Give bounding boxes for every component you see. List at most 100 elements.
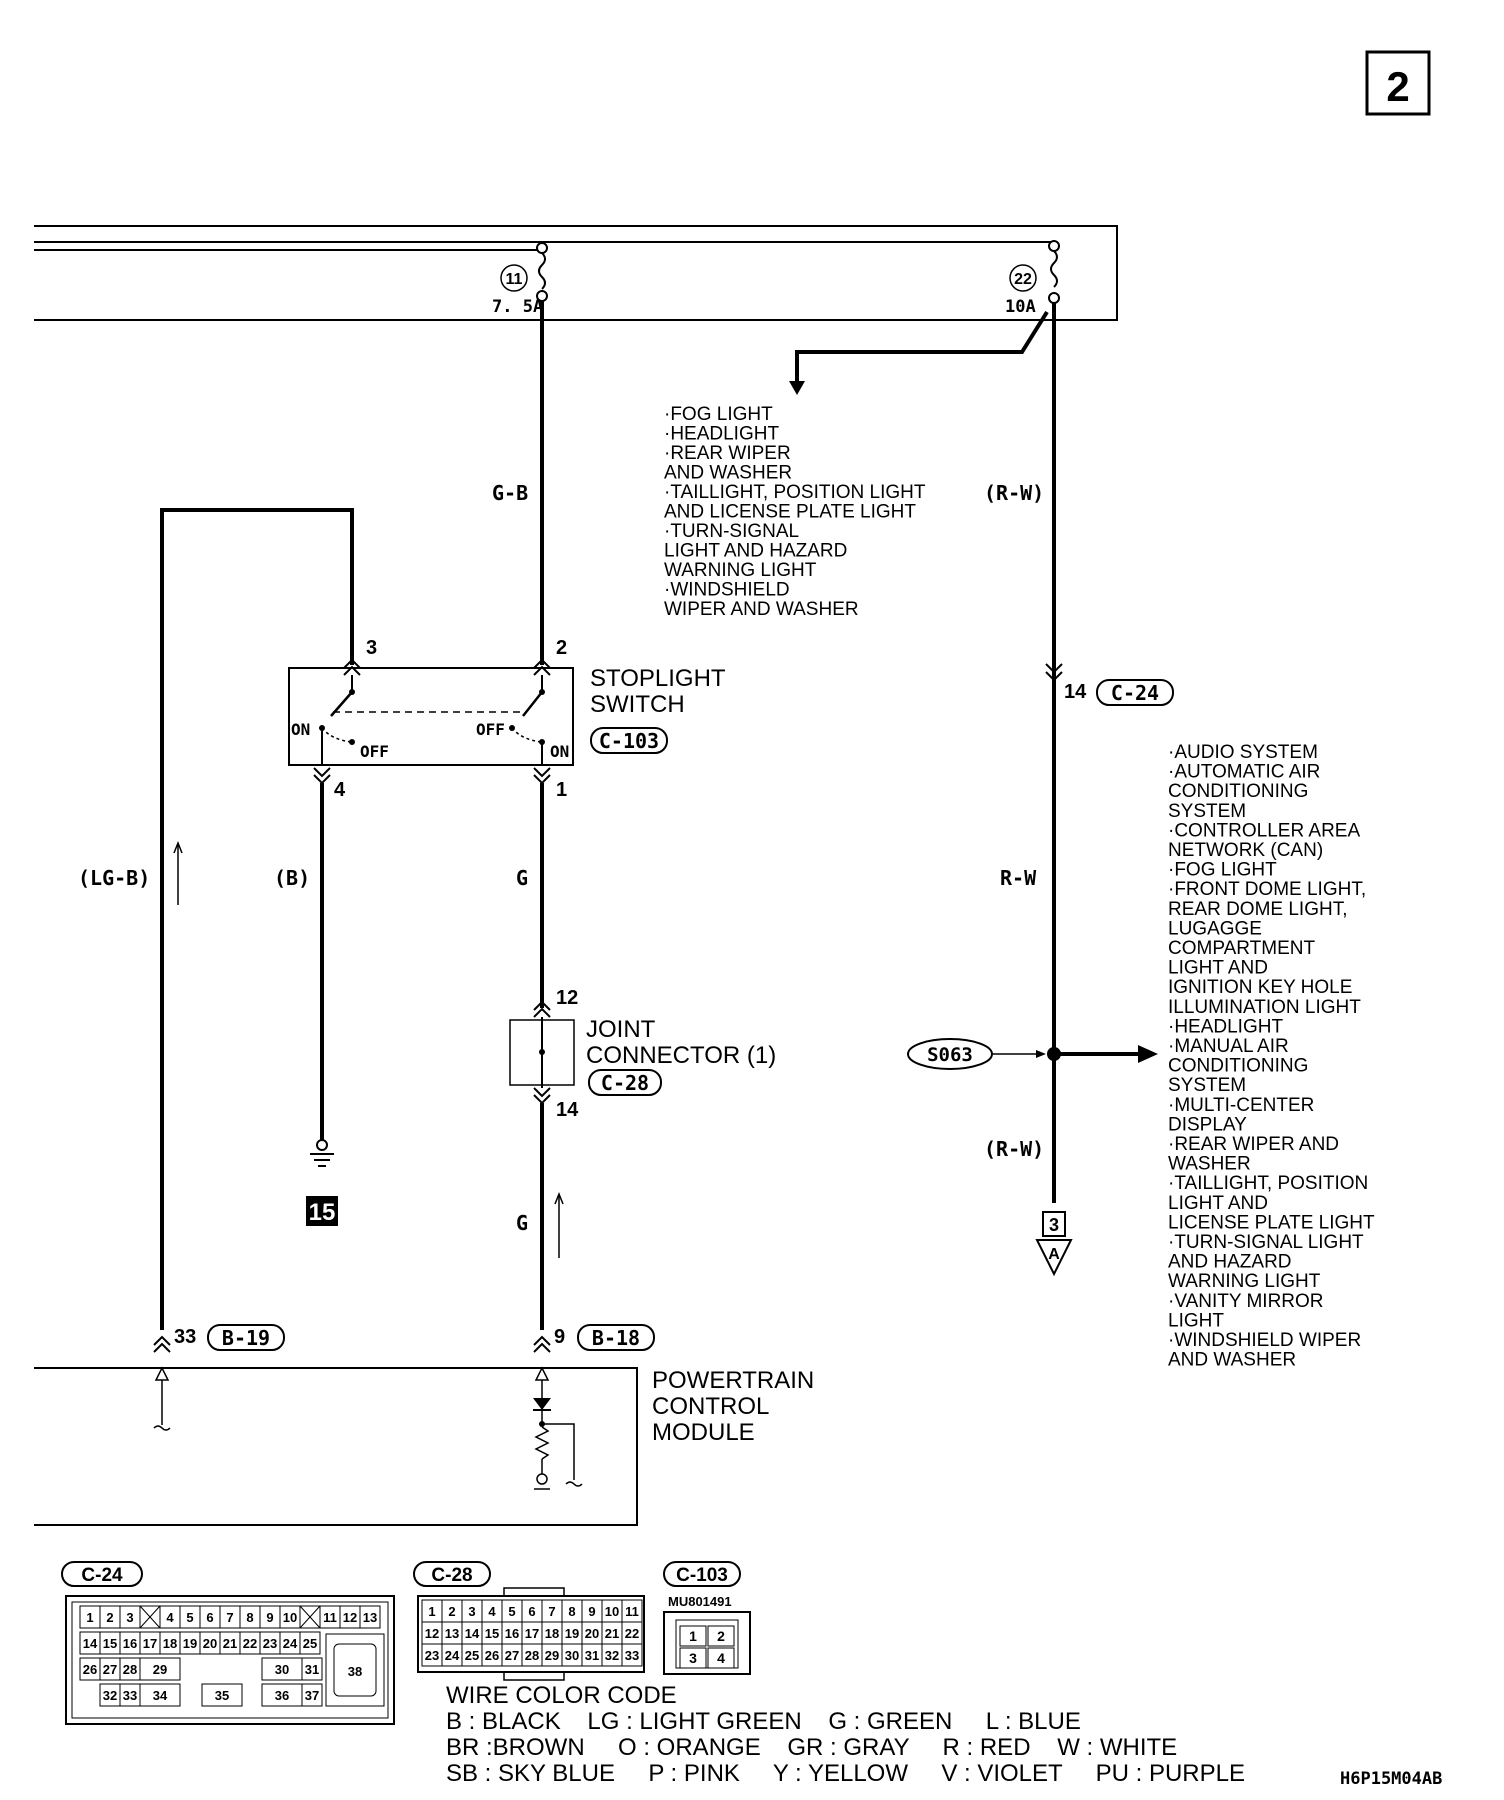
pcm-connector-b19: B-19 bbox=[222, 1326, 270, 1350]
switch-off-left: OFF bbox=[360, 742, 389, 761]
c24-pin-14: 14 bbox=[83, 1636, 98, 1651]
c28-pin-29: 29 bbox=[545, 1648, 559, 1663]
splice-s063: S063 bbox=[907, 1038, 1158, 1070]
c24-pin-22: 22 bbox=[243, 1636, 257, 1651]
c24-pin-31: 31 bbox=[305, 1662, 319, 1677]
pcm-title-1: POWERTRAIN bbox=[652, 1367, 814, 1394]
c103-part-number: MU801491 bbox=[668, 1594, 732, 1609]
pcm: 33 B-19 9 B-18 POWERTRAIN CONTROL MODULE bbox=[34, 1324, 814, 1526]
c28-pin-25: 25 bbox=[465, 1648, 479, 1663]
signal-arrow-up-left bbox=[173, 840, 183, 905]
c28-pin-3: 3 bbox=[468, 1604, 475, 1619]
fuse-11-number: 11 bbox=[506, 271, 523, 288]
c28-pin-15: 15 bbox=[485, 1626, 499, 1641]
splice-branch-line-29: LIGHT bbox=[1168, 1310, 1224, 1331]
splice-branch-line-1: ·AUTOMATIC AIR bbox=[1168, 762, 1320, 783]
c24-pin-2: 2 bbox=[106, 1610, 113, 1625]
wire-label-r-w-top: (R-W) bbox=[984, 481, 1044, 505]
c24-pin-27: 27 bbox=[103, 1662, 117, 1677]
splice-branch-line-14: ·HEADLIGHT bbox=[1168, 1016, 1283, 1037]
joint-pin-12: 12 bbox=[556, 987, 578, 1009]
pcm-pin-9: 9 bbox=[554, 1326, 565, 1348]
c24-pin-26: 26 bbox=[83, 1662, 97, 1677]
splice-branch-line-25: ·TURN-SIGNAL LIGHT bbox=[1168, 1232, 1364, 1253]
splice-branch-line-4: ·CONTROLLER AREA bbox=[1168, 820, 1360, 841]
switch-connector: C-103 bbox=[599, 729, 659, 753]
wire-color-code-line-1: B : BLACK LG : LIGHT GREEN G : GREEN L :… bbox=[446, 1708, 1081, 1735]
splice-branch-line-7: ·FRONT DOME LIGHT, bbox=[1168, 879, 1366, 900]
c24-pin-17: 17 bbox=[143, 1636, 157, 1651]
c24-pin-19: 19 bbox=[183, 1636, 197, 1651]
switch-on-right: ON bbox=[550, 742, 569, 761]
wire-label-g-upper: G bbox=[516, 866, 528, 890]
splice-branch-line-26: AND HAZARD bbox=[1168, 1252, 1292, 1273]
c28-pin-2: 2 bbox=[448, 1604, 455, 1619]
c24-pin-29: 29 bbox=[153, 1662, 167, 1677]
c24-pin-1: 1 bbox=[86, 1610, 93, 1625]
c28-pin-23: 23 bbox=[425, 1648, 439, 1663]
c24-pin-33: 33 bbox=[123, 1688, 137, 1703]
c28-pin-8: 8 bbox=[568, 1604, 575, 1619]
joint-connector: 12 14 JOINT CONNECTOR (1) C-28 bbox=[509, 987, 776, 1121]
splice-branch-list: ·AUDIO SYSTEM·AUTOMATIC AIR CONDITIONING… bbox=[1168, 742, 1375, 1371]
fuse-22-number: 22 bbox=[1014, 271, 1032, 288]
ground-number: 15 bbox=[309, 1199, 336, 1226]
splice-branch-line-13: ILLUMINATION LIGHT bbox=[1168, 997, 1361, 1018]
fuse-22-rating: 10A bbox=[1005, 297, 1036, 317]
c24-pin-30: 30 bbox=[275, 1662, 289, 1677]
splice-branch-line-15: ·MANUAL AIR bbox=[1168, 1036, 1289, 1057]
splice-branch-line-5: NETWORK (CAN) bbox=[1168, 840, 1323, 861]
c103-pin-3: 3 bbox=[689, 1650, 697, 1666]
c28-pin-21: 21 bbox=[605, 1626, 619, 1641]
c24-pin-23: 23 bbox=[263, 1636, 277, 1651]
stoplight-switch: ON OFF OFF ON 3 2 4 1 STOPLIGHT SWITCH C… bbox=[288, 637, 726, 801]
c28-pin-30: 30 bbox=[565, 1648, 579, 1663]
c24-pin-6: 6 bbox=[206, 1610, 213, 1625]
fuse-22-branch-line-4: ·TAILLIGHT, POSITION LIGHT bbox=[664, 482, 926, 503]
page-number: 2 bbox=[1386, 63, 1409, 110]
c28-pin-13: 13 bbox=[445, 1626, 459, 1641]
c28-pin-32: 32 bbox=[605, 1648, 619, 1663]
splice-branch-line-8: REAR DOME LIGHT, bbox=[1168, 899, 1347, 920]
c28-pin-22: 22 bbox=[625, 1626, 639, 1641]
c24-pin-24: 24 bbox=[283, 1636, 298, 1651]
c24-pin-36: 36 bbox=[275, 1688, 289, 1703]
c24-pin-connector: C-24 bbox=[1111, 681, 1159, 705]
joint-connector-id: C-28 bbox=[601, 1071, 649, 1095]
wire-label-lg-b: (LG-B) bbox=[78, 866, 150, 890]
c28-pin-18: 18 bbox=[545, 1626, 559, 1641]
splice-branch-line-28: ·VANITY MIRROR bbox=[1168, 1291, 1324, 1312]
splice-branch-line-16: CONDITIONING bbox=[1168, 1056, 1308, 1077]
c24-pin-32: 32 bbox=[103, 1688, 117, 1703]
c24-pin-4: 4 bbox=[166, 1610, 174, 1625]
c24-pin-3: 3 bbox=[126, 1610, 133, 1625]
pcm-title-3: MODULE bbox=[652, 1419, 755, 1446]
c24-pin-15: 15 bbox=[103, 1636, 117, 1651]
splice-branch-line-19: DISPLAY bbox=[1168, 1114, 1247, 1135]
signal-arrow-up-right bbox=[554, 1191, 564, 1258]
continuation-page: 3 bbox=[1049, 1215, 1059, 1235]
c28-pin-27: 27 bbox=[505, 1648, 519, 1663]
continuation-marker: 3 A bbox=[1035, 1211, 1073, 1277]
c28-pin-9: 9 bbox=[588, 1604, 595, 1619]
switch-pin-4: 4 bbox=[334, 779, 346, 801]
switch-pin-2: 2 bbox=[556, 637, 567, 659]
c28-pin-7: 7 bbox=[548, 1604, 555, 1619]
c103-pin-1: 1 bbox=[689, 1628, 697, 1644]
switch-off-right: OFF bbox=[476, 720, 505, 739]
joint-pin-14: 14 bbox=[556, 1099, 579, 1121]
fuse-22-branch-line-9: ·WINDSHIELD bbox=[664, 580, 790, 601]
joint-title-1: JOINT bbox=[586, 1016, 656, 1043]
c24-pin-12: 12 bbox=[343, 1610, 357, 1625]
splice-branch-line-20: ·REAR WIPER AND bbox=[1168, 1134, 1339, 1155]
splice-branch-line-23: LIGHT AND bbox=[1168, 1193, 1268, 1214]
figure-code: H6P15M04AB bbox=[1340, 1769, 1442, 1789]
fuse-box bbox=[34, 225, 1118, 321]
splice-branch-line-17: SYSTEM bbox=[1168, 1075, 1246, 1096]
c24-pin-11: 11 bbox=[323, 1610, 337, 1625]
splice-branch-line-2: CONDITIONING bbox=[1168, 781, 1308, 802]
splice-branch-line-12: IGNITION KEY HOLE bbox=[1168, 977, 1352, 998]
